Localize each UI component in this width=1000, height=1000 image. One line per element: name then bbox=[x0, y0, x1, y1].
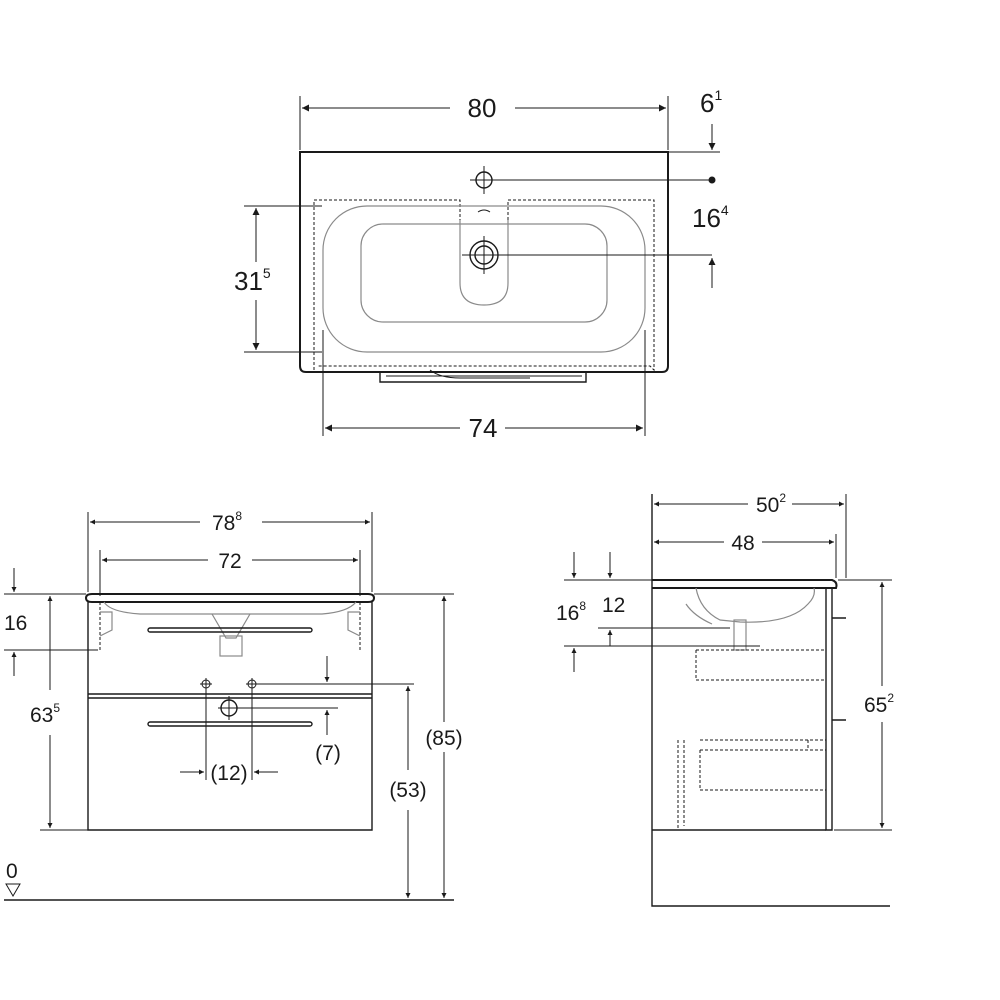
dim-tap-offset: 61 bbox=[700, 87, 722, 118]
side-cabinet-front bbox=[825, 588, 833, 831]
basin-inner bbox=[360, 223, 608, 323]
dim-width-80: 80 bbox=[468, 93, 497, 123]
dim-side-top-offset: 168 bbox=[556, 599, 586, 625]
side-wall bbox=[651, 494, 890, 907]
dim-basin-depth: 315 bbox=[234, 265, 271, 296]
side-view: 502 48 168 12 652 bbox=[556, 491, 894, 907]
dim-drain-height: (53) bbox=[389, 779, 426, 802]
top-view-outline bbox=[299, 151, 669, 373]
front-view: 788 72 16 635 (12) (7) (53) (85) bbox=[4, 509, 463, 901]
front-countertop bbox=[84, 593, 376, 603]
side-countertop bbox=[652, 579, 838, 589]
dim-side-drain: 12 bbox=[602, 594, 625, 617]
dim-basin-width-74: 74 bbox=[469, 413, 498, 443]
dim-front-cabinet-height: 635 bbox=[30, 701, 60, 727]
dim-side-overall-depth: 502 bbox=[756, 491, 786, 517]
dim-drain-spacing: (12) bbox=[210, 762, 247, 785]
top-view: 80 61 164 315 74 bbox=[234, 87, 729, 443]
top-view-cabinet-hidden bbox=[313, 199, 655, 372]
top-view-handle bbox=[379, 372, 587, 383]
dim-total-height: (85) bbox=[425, 727, 462, 750]
dim-front-top-height: 16 bbox=[4, 612, 27, 635]
floor-level-icon bbox=[5, 883, 21, 897]
front-cabinet bbox=[87, 602, 373, 831]
dim-front-overall-width: 788 bbox=[212, 509, 242, 535]
front-handle-upper bbox=[147, 627, 313, 633]
front-handle-lower bbox=[147, 721, 313, 727]
dim-tap-drain-spacing: 164 bbox=[692, 202, 729, 233]
dim-front-inner-width: 72 bbox=[218, 550, 241, 573]
basin-outer bbox=[322, 205, 646, 353]
dim-side-height: 652 bbox=[864, 691, 894, 717]
dim-side-inner-depth: 48 bbox=[731, 532, 754, 555]
dim-drain-offset: (7) bbox=[315, 742, 341, 765]
floor-level-label: 0 bbox=[6, 860, 18, 883]
